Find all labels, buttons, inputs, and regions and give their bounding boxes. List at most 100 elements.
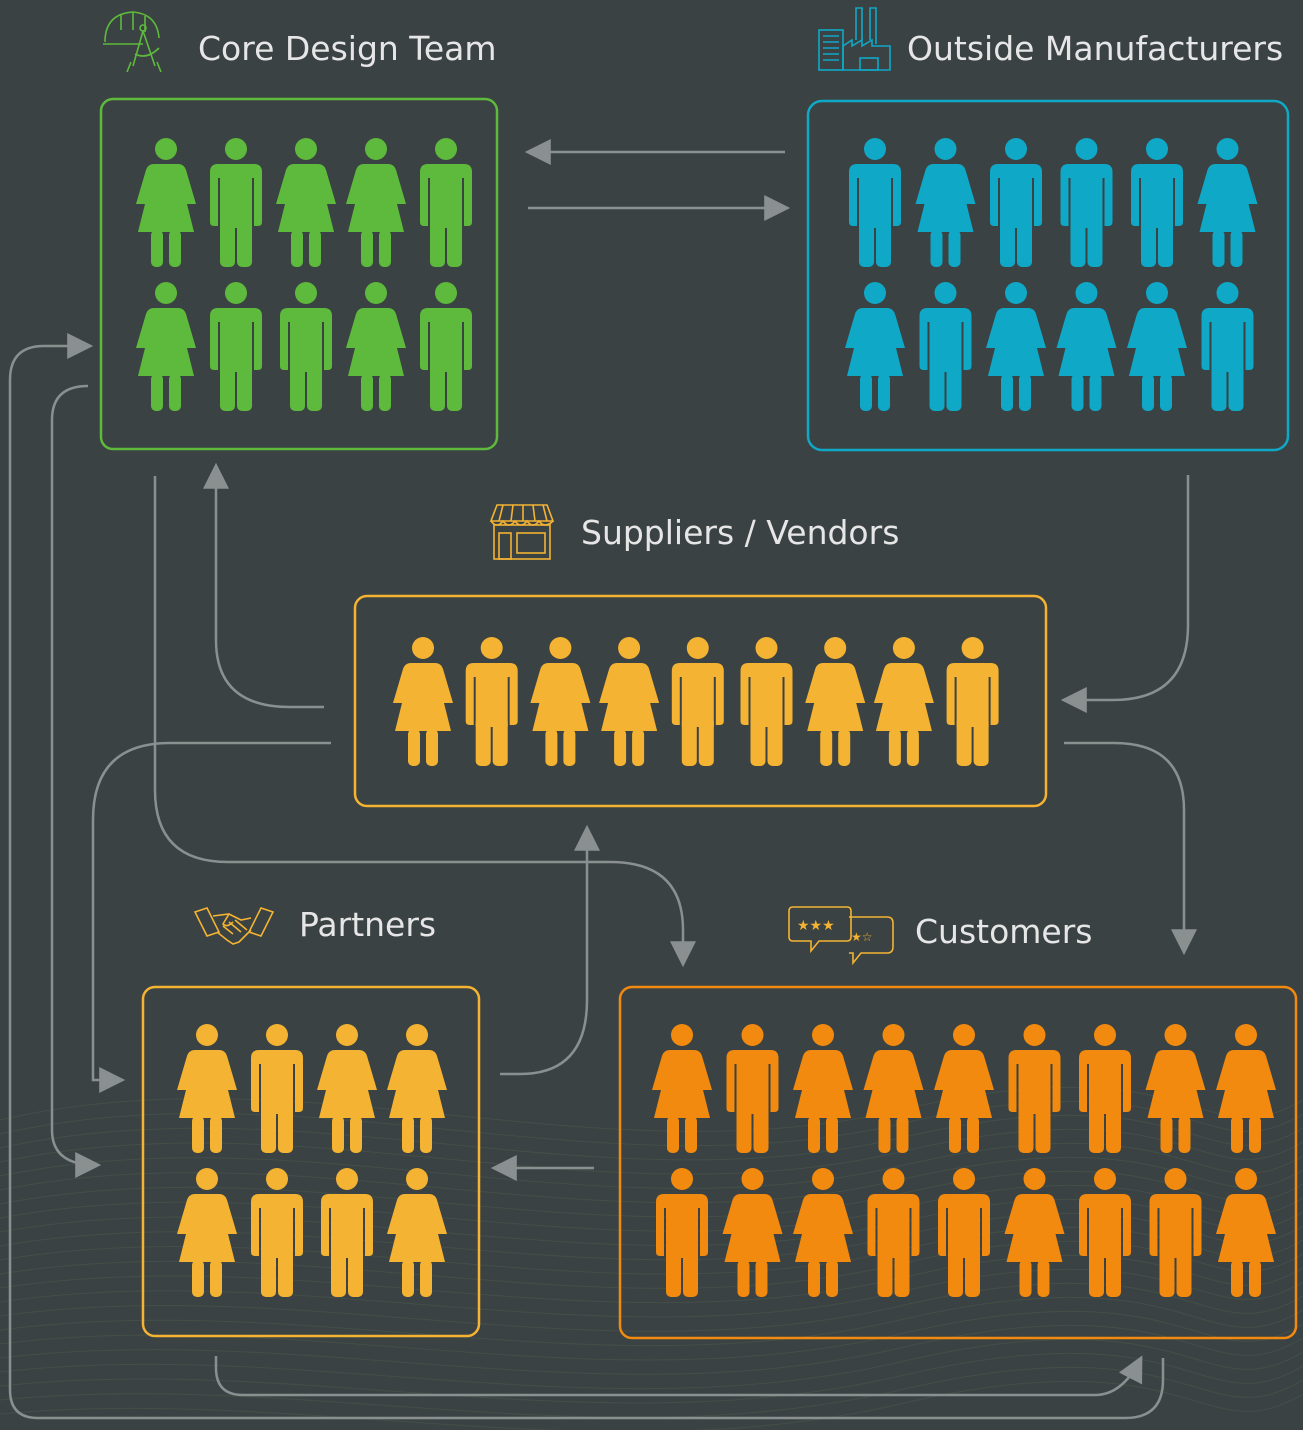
female-person-icon [177,1024,237,1153]
core-design-team-box [99,97,499,451]
female-person-icon [346,282,406,411]
arrow-customers-to-core [8,333,1165,1420]
male-person-icon [671,637,724,766]
female-person-icon [805,637,866,766]
female-person-icon [177,1168,237,1297]
female-person-icon [793,1168,853,1297]
arrow-partners-to-customers [214,1355,1143,1397]
hardhat-compass-icon [103,11,162,73]
male-person-icon [740,637,793,766]
customers-box [618,985,1298,1340]
female-person-icon [276,138,336,267]
female-person-icon [934,1024,994,1153]
female-person-icon [722,1168,783,1297]
female-person-icon [863,1024,924,1153]
male-person-icon [1008,1024,1061,1153]
suppliers-vendors-box [353,594,1048,808]
background-wave-line [0,1310,1303,1361]
male-person-icon [867,1168,920,1297]
female-person-icon [136,138,196,267]
female-person-icon [845,282,905,411]
storefront-icon [489,504,555,560]
rating-bubbles-icon: ★★★ ★☆ [788,906,894,966]
female-person-icon [1056,282,1117,411]
female-person-icon [873,637,934,766]
female-person-icon [599,637,660,766]
background-wave-line [0,1324,1303,1375]
arrow-suppliers-to-partners [91,741,331,1093]
female-person-icon [387,1168,447,1297]
male-person-icon [1149,1168,1202,1297]
female-person-icon [1127,282,1187,411]
arrow-core-to-partners [50,384,102,1178]
female-person-icon [1216,1168,1276,1297]
female-person-icon [530,637,591,766]
background-wave-line [0,1366,1303,1418]
male-person-icon [1131,138,1183,267]
outside-manufacturers-title: Outside Manufacturers [907,29,1284,68]
female-person-icon [136,282,196,411]
male-person-icon [946,637,999,766]
male-person-icon [251,1024,303,1153]
male-person-icon [465,637,518,766]
male-person-icon [1079,1168,1131,1297]
background-wave-line [0,1296,1303,1347]
male-person-icon [210,282,262,411]
background-wave-line [0,1338,1303,1390]
female-person-icon [346,138,406,267]
female-person-icon [652,1024,712,1153]
male-person-icon [1201,282,1254,411]
suppliers-vendors-people [393,637,999,766]
background-wave-line [0,1128,1303,1175]
male-person-icon [849,138,901,267]
arrow-partners-to-suppliers [500,824,600,1076]
female-person-icon [1216,1024,1276,1153]
handshake-icon [193,907,275,945]
female-person-icon [317,1024,377,1153]
factory-icon [818,7,891,71]
male-person-icon [420,282,472,411]
female-person-icon [1197,138,1258,267]
outside-manufacturers-people [845,138,1258,411]
male-person-icon [280,282,332,411]
customers-people [652,1024,1276,1297]
arrow-core-to-customers [153,476,696,968]
female-person-icon [986,282,1046,411]
female-person-icon [915,138,976,267]
male-person-icon [420,138,472,267]
background-wave-line [0,1352,1303,1404]
customers-title: Customers [915,912,1093,951]
male-person-icon [210,138,262,267]
female-person-icon [387,1024,447,1153]
core-design-team-people [136,138,472,411]
male-person-icon [990,138,1042,267]
male-person-icon [938,1168,990,1297]
male-person-icon [919,282,972,411]
svg-text:★★★: ★★★ [797,918,835,934]
connectors [8,139,1197,1420]
male-person-icon [656,1168,708,1297]
female-person-icon [393,637,453,766]
partners-box [141,985,481,1338]
outside-manufacturers-box [806,99,1290,452]
male-person-icon [726,1024,779,1153]
female-person-icon [793,1024,853,1153]
female-person-icon [1004,1168,1065,1297]
partners-title: Partners [299,905,437,944]
core-design-team-title: Core Design Team [198,29,497,68]
background-wave-line [0,1156,1303,1204]
arrow-suppliers-to-core [203,462,324,709]
female-person-icon [1145,1024,1206,1153]
suppliers-vendors-title: Suppliers / Vendors [581,513,900,552]
background-wave-line [0,1268,1303,1318]
male-person-icon [321,1168,373,1297]
arrow-suppliers-to-customers [1064,741,1197,956]
background-wave-line [0,1282,1303,1332]
partners-people [177,1024,447,1297]
male-person-icon [1060,138,1113,267]
arrow-manufacturers-to-suppliers [1060,475,1190,713]
svg-text:★☆: ★☆ [851,930,873,944]
male-person-icon [1079,1024,1131,1153]
male-person-icon [251,1168,303,1297]
